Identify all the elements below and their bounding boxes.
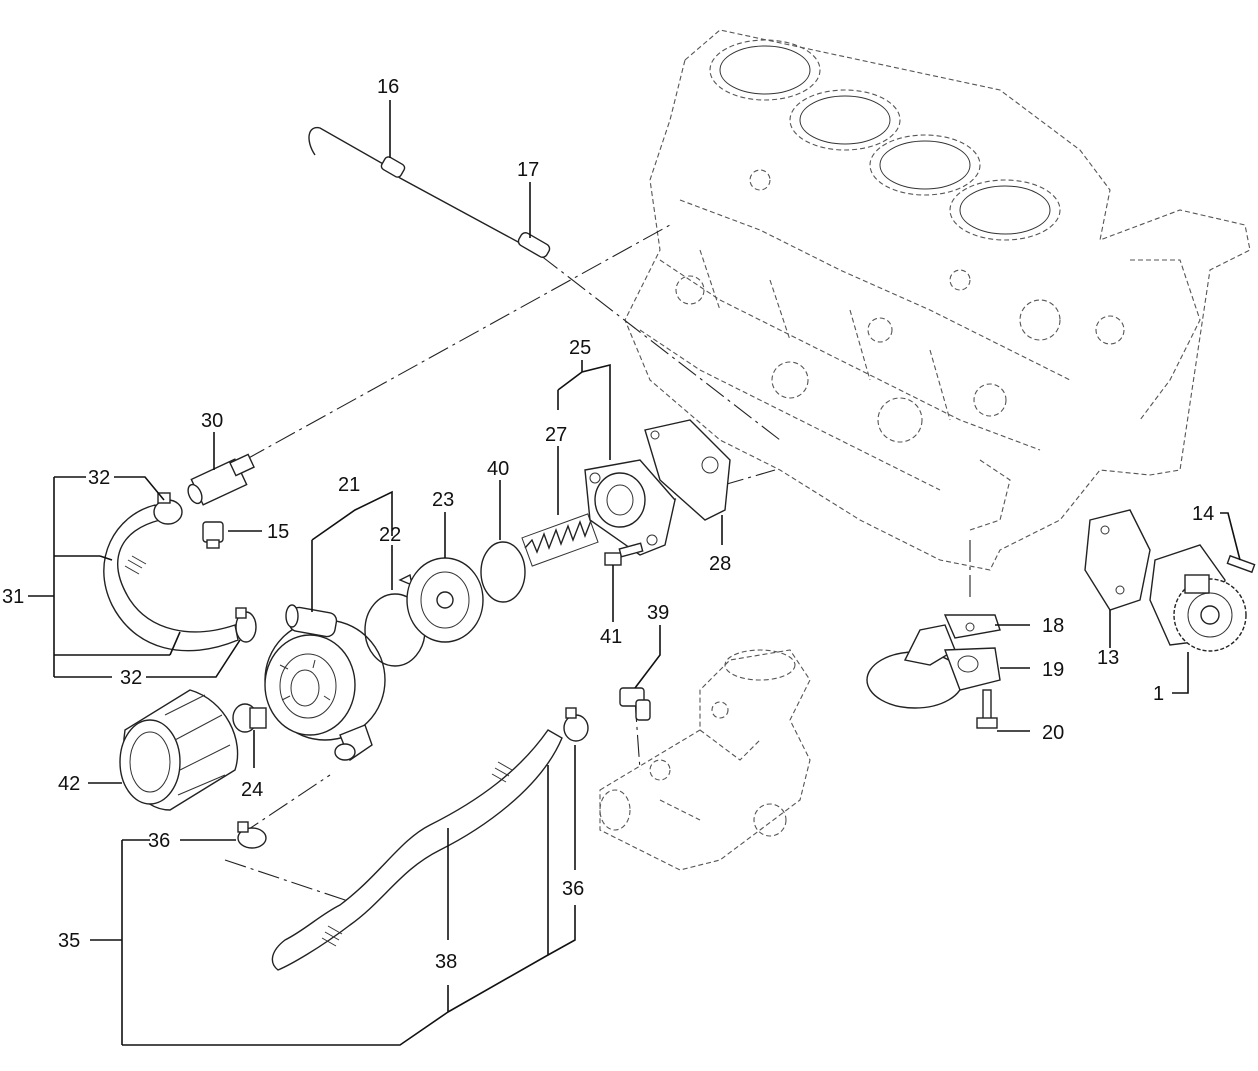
callout-28: 28: [709, 553, 731, 575]
callout-labels: 16 17 30 32 15 31 32 21 22 23 40 25 27 2…: [2, 76, 1214, 973]
callout-15: 15: [267, 521, 289, 543]
breather-fitting: [187, 453, 255, 506]
housing-gasket: [644, 419, 731, 521]
callout-39: 39: [647, 602, 669, 624]
callout-19: 19: [1042, 659, 1064, 681]
callout-31: 31: [2, 586, 24, 608]
callout-36-upper: 36: [562, 878, 584, 900]
hose-clamp-36-upper: [563, 707, 589, 742]
callout-32-lower: 32: [120, 667, 142, 689]
callout-22: 22: [379, 524, 401, 546]
callout-23: 23: [432, 489, 454, 511]
strainer-gasket: [943, 614, 1001, 639]
oil-strainer: [866, 624, 1001, 709]
callout-16: 16: [377, 76, 399, 98]
o-ring: [480, 541, 526, 603]
callout-18: 18: [1042, 615, 1064, 637]
elbow-fitting: [619, 687, 651, 721]
callout-27: 27: [545, 424, 567, 446]
hose-clamp-lower: [235, 607, 257, 643]
callout-25: 25: [569, 337, 591, 359]
hose-clamp-36-lower: [237, 821, 267, 849]
filter-adapter: [232, 703, 267, 733]
callout-42: 42: [58, 773, 80, 795]
lower-hose: [271, 729, 563, 971]
plug: [202, 521, 224, 549]
dipstick: [308, 126, 521, 244]
callout-17: 17: [517, 159, 539, 181]
pump-bolt: [1226, 554, 1256, 574]
oil-pump-gear: [1149, 544, 1247, 652]
pump-gasket: [1084, 509, 1151, 611]
callout-1: 1: [1153, 683, 1164, 705]
leader-lines: [28, 100, 1241, 1046]
callout-24: 24: [241, 779, 263, 801]
callout-30: 30: [201, 410, 223, 432]
callout-21: 21: [338, 474, 360, 496]
callout-13: 13: [1097, 647, 1119, 669]
strainer-bolt: [976, 689, 998, 729]
callout-36-lower: 36: [148, 830, 170, 852]
mounting-bolt-41: [604, 542, 644, 566]
callout-41: 41: [600, 626, 622, 648]
pump-housing-outline: [599, 649, 811, 871]
upper-hose: [103, 504, 239, 652]
callout-20: 20: [1042, 722, 1064, 744]
callout-32-upper: 32: [88, 467, 110, 489]
oil-filter: [119, 689, 239, 811]
assembly-centerlines: [224, 224, 971, 906]
callout-35: 35: [58, 930, 80, 952]
relief-spring: [521, 513, 599, 567]
callout-14: 14: [1192, 503, 1214, 525]
callout-40: 40: [487, 458, 509, 480]
engine-block-outline: [624, 29, 1251, 571]
hose-clamp-upper: [153, 492, 183, 525]
callout-38: 38: [435, 951, 457, 973]
oil-cooler: [264, 604, 386, 762]
relief-valve-housing: [584, 459, 676, 556]
cooler-cover-plate: [406, 557, 484, 643]
dipstick-guide: [517, 232, 551, 258]
